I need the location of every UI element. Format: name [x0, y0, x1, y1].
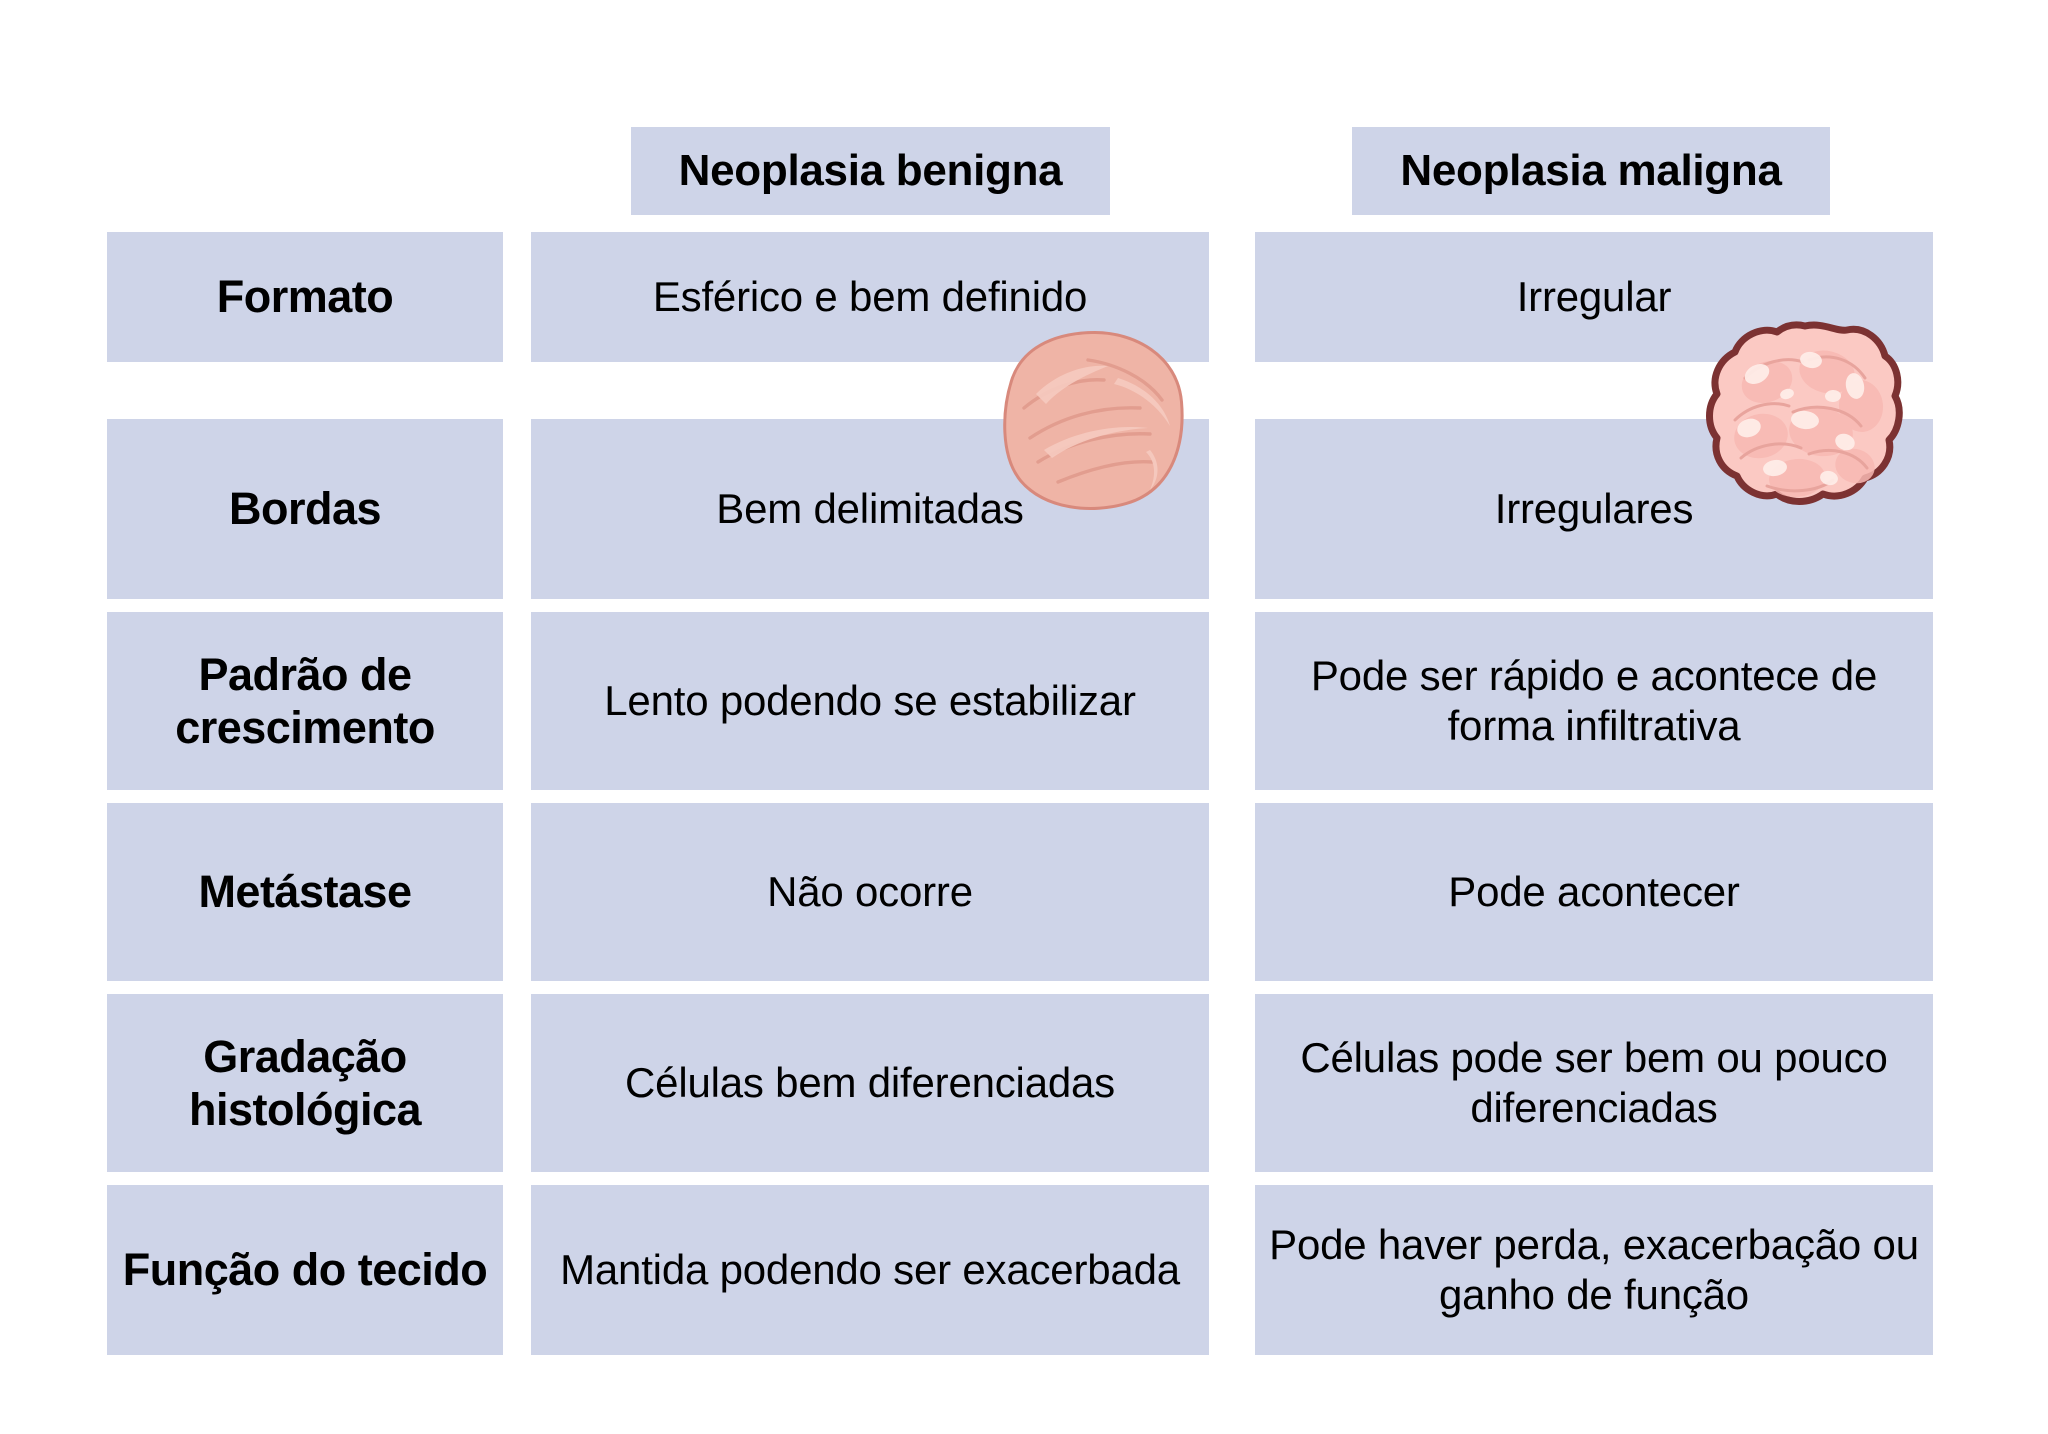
cell-benign-padrao-de-crescimento: Lento podendo se estabilizar — [531, 612, 1209, 790]
column-header-benign: Neoplasia benigna — [631, 127, 1110, 215]
cell-benign-formato: Esférico e bem definido — [531, 232, 1209, 362]
row-label-metastase: Metástase — [107, 803, 503, 981]
cell-benign-metastase: Não ocorre — [531, 803, 1209, 981]
cell-malignant-bordas: Irregulares — [1255, 419, 1933, 599]
cell-malignant-padrao-de-crescimento: Pode ser rápido e acontece de forma infi… — [1255, 612, 1933, 790]
cell-benign-gradacao-histologica: Células bem diferenciadas — [531, 994, 1209, 1172]
cell-malignant-gradacao-histologica: Células pode ser bem ou pouco diferencia… — [1255, 994, 1933, 1172]
row-label-formato: Formato — [107, 232, 503, 362]
column-header-malignant: Neoplasia maligna — [1352, 127, 1830, 215]
row-label-padrao-de-crescimento: Padrão de crescimento — [107, 612, 503, 790]
row-label-gradacao-histologica: Gradação histológica — [107, 994, 503, 1172]
cell-benign-funcao-do-tecido: Mantida podendo ser exacerbada — [531, 1185, 1209, 1355]
cell-malignant-formato: Irregular — [1255, 232, 1933, 362]
cell-malignant-funcao-do-tecido: Pode haver perda, exacerbação ou ganho d… — [1255, 1185, 1933, 1355]
cell-benign-bordas: Bem delimitadas — [531, 419, 1209, 599]
row-label-funcao-do-tecido: Função do tecido — [107, 1185, 503, 1355]
cell-malignant-metastase: Pode acontecer — [1255, 803, 1933, 981]
row-label-bordas: Bordas — [107, 419, 503, 599]
